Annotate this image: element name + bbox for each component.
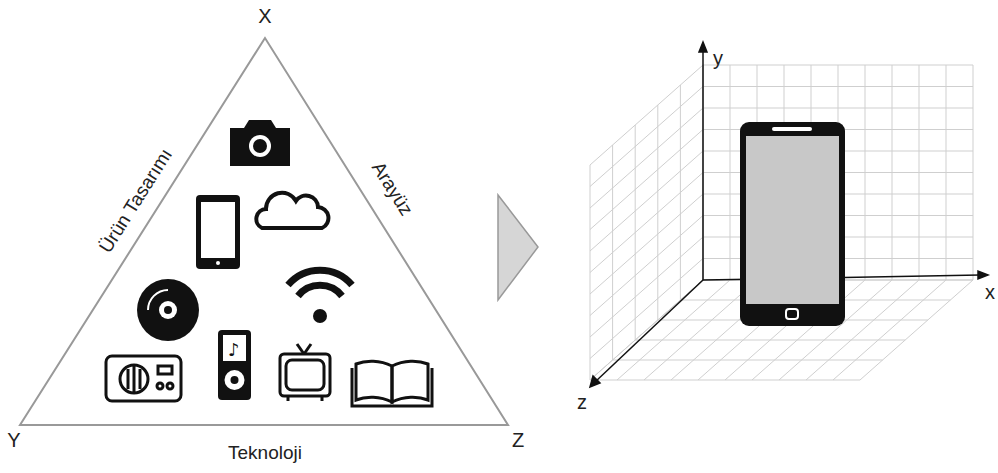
wifi-icon xyxy=(288,270,352,323)
axes xyxy=(590,42,988,387)
side-label: Arayüz xyxy=(369,158,417,218)
camera-icon xyxy=(230,120,290,166)
side-label: Teknoloji xyxy=(228,443,302,462)
axis-label: z xyxy=(577,392,587,412)
smartphone xyxy=(740,122,845,326)
vertex-label: Z xyxy=(512,430,524,450)
vertex-label: X xyxy=(258,6,271,26)
radio-icon xyxy=(106,356,181,401)
cd-icon xyxy=(137,279,199,341)
tv-icon xyxy=(280,344,330,401)
arrow-chevron xyxy=(498,195,538,300)
vertex-label: Y xyxy=(7,430,20,450)
music-player-icon: ♪ xyxy=(218,330,251,400)
axis-label: x xyxy=(985,282,995,302)
phone-icon xyxy=(196,195,240,269)
cloud-icon xyxy=(256,193,328,228)
book-icon xyxy=(352,361,432,406)
axis-label: y xyxy=(713,48,723,68)
svg-text:♪: ♪ xyxy=(228,339,240,360)
triangle xyxy=(20,38,508,425)
